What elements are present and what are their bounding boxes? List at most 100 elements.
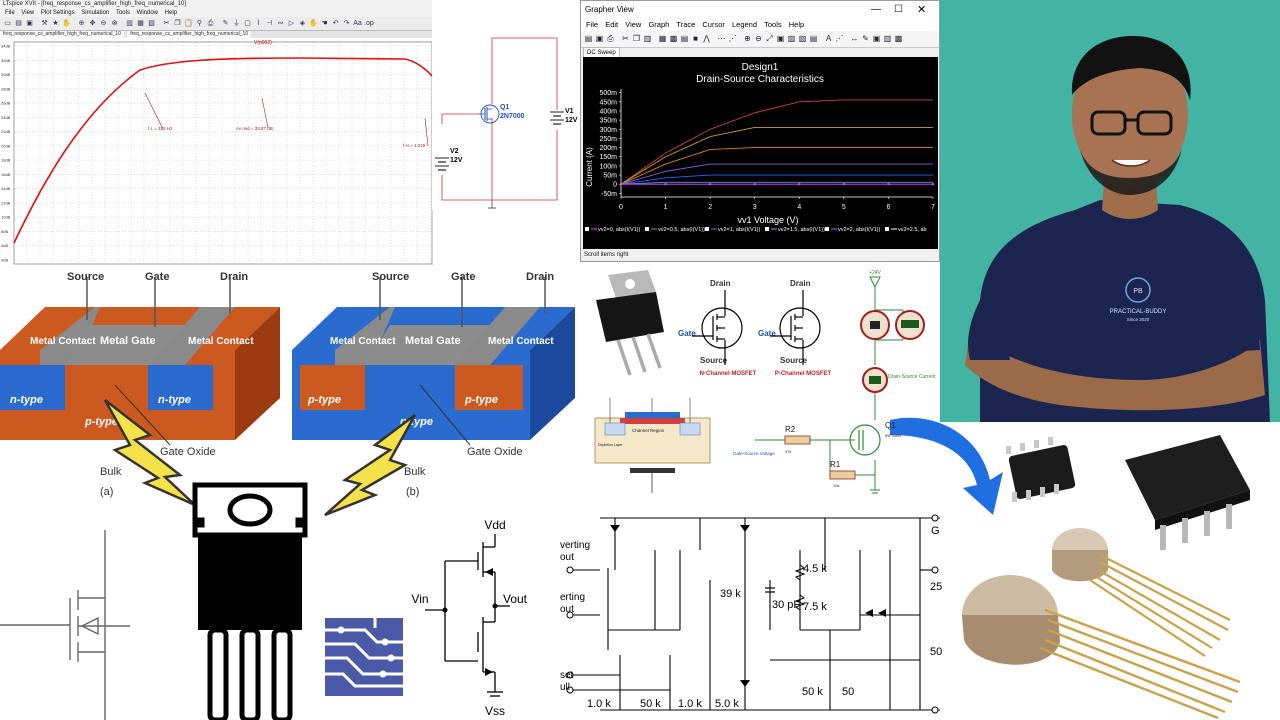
text-icon[interactable]: Aa (353, 20, 362, 27)
ltspice-menu-simulation[interactable]: Simulation (81, 10, 110, 16)
grapher-excel-icon[interactable]: ▥ (883, 34, 892, 43)
inductor-icon[interactable]: ∾ (277, 20, 284, 27)
grapher-merge-icon[interactable]: ▧ (798, 34, 807, 43)
grapher-lvm-icon[interactable]: ▩ (894, 34, 903, 43)
minimize-icon[interactable]: — (871, 4, 881, 15)
copy-icon[interactable]: ❐ (174, 20, 181, 27)
grapher-open-icon[interactable]: ▤ (584, 34, 593, 43)
grapher-menu-file[interactable]: File (586, 20, 599, 29)
grapher-cursors-icon[interactable]: ⋀ (703, 34, 710, 43)
wire-icon[interactable]: ✎ (222, 20, 229, 27)
grapher-properties-icon[interactable]: ⋰ (835, 34, 844, 43)
tile-vertical-icon[interactable]: ▦ (137, 20, 144, 27)
capacitor-icon[interactable]: ⊣ (266, 20, 273, 27)
p-channel-symbol: Drain Gate Source P-Channel MOSFET (758, 279, 831, 377)
grapher-show-markers-icon[interactable]: ⋯ (717, 34, 726, 43)
grapher-trace-icon[interactable]: ✎ (862, 34, 869, 43)
zoom-in-icon[interactable]: ⊕ (78, 20, 85, 27)
legend-checkbox[interactable] (825, 227, 829, 231)
legend-checkbox[interactable] (885, 227, 889, 231)
label-icon[interactable]: ▢ (244, 20, 251, 27)
grapher-save-icon[interactable]: ▣ (595, 34, 604, 43)
drag-icon[interactable]: ☚ (321, 20, 328, 27)
lt-ytick: 6dB (1, 243, 8, 248)
run-icon[interactable]: ★ (52, 20, 59, 27)
spice-directive-icon[interactable]: .op (364, 20, 374, 27)
cut-icon[interactable]: ✂ (163, 20, 170, 27)
cascade-icon[interactable]: ▧ (148, 20, 155, 27)
ltspice-menu-view[interactable]: View (21, 10, 35, 16)
grapher-cut-icon[interactable]: ✂ (622, 34, 629, 43)
grapher-menu-legend[interactable]: Legend (732, 20, 758, 29)
grapher-menu-view[interactable]: View (625, 20, 642, 29)
nmos-metal-contact-left: Metal Contact (30, 336, 96, 347)
grapher-zoom-fit-icon[interactable]: ⤢ (766, 34, 773, 43)
r50-label-a: 50 (930, 646, 942, 658)
paste-icon[interactable]: 📋 (184, 20, 193, 27)
grapher-export-icon[interactable]: ▨ (787, 34, 796, 43)
control-panel-icon[interactable]: ⚒ (41, 20, 48, 27)
grapher-overlay-icon[interactable]: ▣ (776, 34, 785, 43)
maximize-icon[interactable]: ☐ (894, 4, 903, 15)
undo-icon[interactable]: ↶ (332, 20, 339, 27)
grapher-menu-edit[interactable]: Edit (605, 20, 619, 29)
tile-horizontal-icon[interactable]: ▥ (126, 20, 133, 27)
grapher-menu-trace[interactable]: Trace (676, 20, 696, 29)
legend-checkbox[interactable] (645, 227, 649, 231)
grapher-menu-graph[interactable]: Graph (648, 20, 670, 29)
grapher-text-icon[interactable]: A (825, 34, 832, 43)
to220-transistor-icon (192, 482, 308, 720)
zoom-pan-icon[interactable]: ✥ (89, 20, 96, 27)
ltspice-menu-help[interactable]: Help (164, 10, 178, 16)
new-icon[interactable]: ▭ (4, 20, 11, 27)
move-icon[interactable]: ✋ (309, 20, 318, 27)
grapher-reverse-icon[interactable]: ↔ (850, 34, 859, 43)
ltspice-menu-window[interactable]: Window (136, 10, 158, 16)
grapher-menu-help[interactable]: Help (788, 20, 805, 29)
diode-icon[interactable]: ▷ (288, 20, 295, 27)
chart-ytick-label: 200m (599, 145, 617, 152)
zoom-out-icon[interactable]: ⊖ (100, 20, 107, 27)
grapher-legend-icon[interactable]: ▤ (680, 34, 689, 43)
pmos-cross-section: Source Gate Drain Metal Contact Metal Ga… (292, 271, 575, 498)
redo-icon[interactable]: ↷ (343, 20, 350, 27)
grapher-menu-cursor[interactable]: Cursor (702, 20, 725, 29)
save-icon[interactable]: ▣ (26, 20, 33, 27)
halt-icon[interactable]: ✋ (62, 20, 71, 27)
grapher-zoom-out-icon[interactable]: ⊖ (755, 34, 762, 43)
ltspice-menu-tools[interactable]: Tools (115, 10, 130, 16)
grapher-copy-graph-icon[interactable]: ▤ (809, 34, 818, 43)
simple-mosfet-schematic: Q1 2N7000 V1 12V V2 12V (432, 0, 580, 210)
grapher-grid-icon[interactable]: ▦ (658, 34, 667, 43)
component-icon[interactable]: ◈ (299, 20, 306, 27)
nmos-gate-label: Gate (145, 271, 169, 283)
find-icon[interactable]: ⚲ (196, 20, 203, 27)
ltspice-menu-plot-settings[interactable]: Plot Settings (40, 10, 75, 16)
print-icon[interactable]: ⎙ (207, 20, 214, 27)
legend-checkbox[interactable] (705, 227, 709, 231)
grapher-bg-icon[interactable]: ■ (693, 34, 698, 43)
open-icon[interactable]: ▤ (15, 20, 22, 27)
grapher-fine-grid-icon[interactable]: ▩ (669, 34, 678, 43)
grapher-menu-tools[interactable]: Tools (764, 20, 782, 29)
grapher-print-icon[interactable]: ⎙ (607, 34, 614, 43)
ground-icon[interactable]: ⏚ (233, 20, 240, 27)
zoom-fit-icon[interactable]: ⊗ (111, 20, 118, 27)
grapher-markers-icon[interactable]: ⋰ (728, 34, 737, 43)
grapher-zoom-in-icon[interactable]: ⊕ (744, 34, 751, 43)
v2-value: 12V (450, 157, 463, 164)
close-icon[interactable]: ✕ (917, 4, 927, 16)
tshirt (980, 200, 1270, 422)
ltspice-menu-file[interactable]: File (5, 10, 15, 16)
ltspice-tab-waveform[interactable]: freq_response_cs_amplifier_high_freq_num… (127, 31, 252, 38)
legend-checkbox[interactable] (765, 227, 769, 231)
legend-checkbox[interactable] (585, 227, 589, 231)
nmos-bulk-label: Bulk (100, 466, 122, 478)
grapher-clipboard-icon[interactable]: ▣ (872, 34, 881, 43)
grapher-paste-icon[interactable]: ▥ (643, 34, 652, 43)
nmos-body-label: p-type (84, 416, 118, 428)
lt-ytick: 12dB (1, 200, 11, 205)
grapher-copy-icon[interactable]: ❐ (632, 34, 641, 43)
ltspice-tab-schematic[interactable]: freq_response_cs_amplifier_high_freq_num… (0, 31, 124, 38)
resistor-icon[interactable]: ⌇ (256, 20, 261, 27)
